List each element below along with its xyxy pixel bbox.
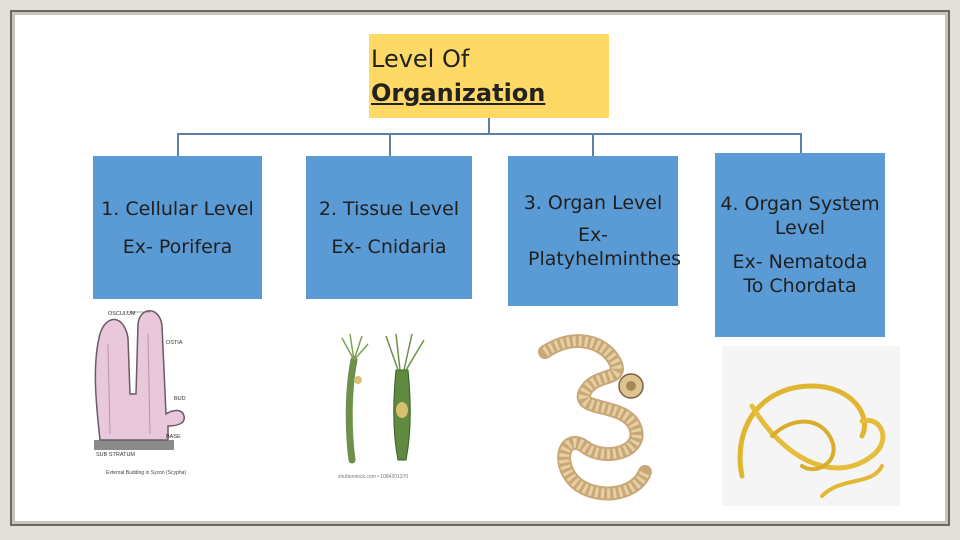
level-box-organ: 3. Organ Level Ex- Platyhelminthes xyxy=(508,156,681,306)
level-example: Ex- Nematoda To Chordata xyxy=(732,251,868,297)
level-title: 2. Tissue Level xyxy=(318,197,460,220)
connector-trunk xyxy=(488,118,490,134)
level-title: 3. Organ Level xyxy=(523,192,663,214)
level-title: 1. Cellular Level xyxy=(101,197,254,220)
label-bud: BUD xyxy=(174,396,186,402)
connector-drop-4 xyxy=(800,133,802,153)
root-title-line1: Level Of xyxy=(371,45,470,73)
level-box-organ-system: 4. Organ System Level Ex- Nematoda To Ch… xyxy=(715,153,885,337)
connector-drop-2 xyxy=(389,133,391,156)
connector-drop-1 xyxy=(177,133,179,156)
sponge-caption: External Budding in Sycon (Scypha) xyxy=(106,470,186,476)
label-osculum: OSCULUM xyxy=(108,311,136,317)
connector-drop-3 xyxy=(592,133,594,156)
level-example: Ex- Platyhelminthes xyxy=(528,224,681,270)
level-title: 4. Organ System Level xyxy=(720,193,880,239)
level-example: Ex- Porifera xyxy=(122,235,233,258)
sponge-illustration: OSCULUM OSTIA BUD BASE SUB STRATUM Exter… xyxy=(86,304,196,484)
label-ostia: OSTIA xyxy=(166,340,183,346)
roundworm-illustration xyxy=(722,346,900,506)
hydra-illustration: shutterstock.com • 1084201370 xyxy=(328,330,438,482)
hydra-caption: shutterstock.com • 1084201370 xyxy=(338,474,408,480)
root-node: Level Of Organization xyxy=(369,34,609,118)
level-box-tissue: 2. Tissue Level Ex- Cnidaria xyxy=(306,156,472,299)
label-base: BASE xyxy=(166,434,181,440)
level-box-cellular: 1. Cellular Level Ex- Porifera xyxy=(93,156,262,299)
connector-bar xyxy=(177,133,802,135)
root-title-line2: Organization xyxy=(371,79,546,107)
tapeworm-illustration xyxy=(535,332,660,504)
level-example: Ex- Cnidaria xyxy=(331,235,447,258)
label-substratum: SUB STRATUM xyxy=(96,452,135,458)
